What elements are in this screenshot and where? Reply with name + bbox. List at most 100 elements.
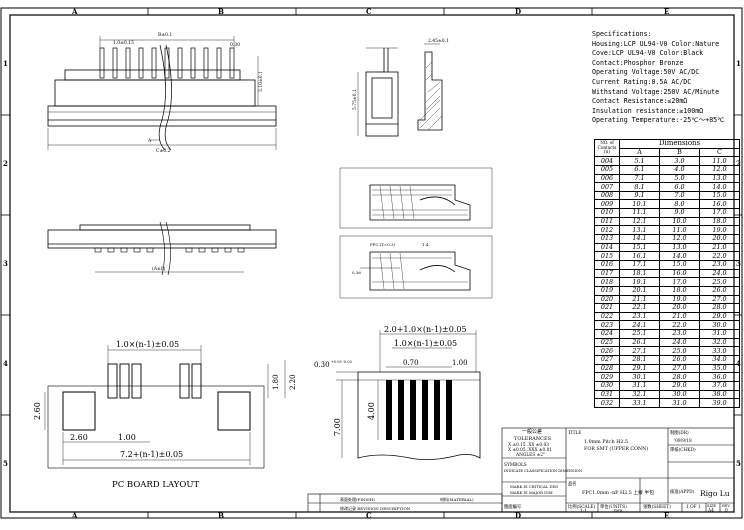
dims-a: 23.1 (619, 311, 660, 322)
fpc-dim-030-tol: +0.05 -0.03 (331, 360, 352, 364)
col-label-d-top: D (515, 7, 521, 16)
dims-no: 012 (594, 225, 620, 236)
dims-a: 22.1 (619, 303, 660, 313)
dims-c: 11.0 (699, 156, 740, 166)
dims-a: 7.1 (619, 173, 660, 184)
spec-line: Operating Voltage:50V AC/DC (592, 68, 700, 77)
col-label-a-bottom: A (71, 511, 78, 520)
dims-a: 14.1 (619, 234, 660, 244)
dims-c: 30.0 (699, 320, 740, 331)
top-dim-b: B±0.1 (158, 32, 172, 38)
row-label-1-left: 1 (3, 59, 8, 68)
pcb-title: PC BOARD LAYOUT (112, 480, 200, 490)
dims-no: 020 (594, 294, 620, 305)
tb-mark-critical: MARK IS CRITICAL DIM (510, 484, 558, 489)
dims-no: 014 (594, 242, 620, 253)
fpc-dim-700: 7.00 (333, 418, 342, 436)
dims-a: 8.1 (619, 182, 660, 192)
row-label-3-left: 3 (3, 259, 8, 268)
fpc-dim-second: 1.0×(n-1)±0.05 (394, 339, 457, 348)
dims-b: 5.0 (659, 173, 700, 184)
col-label-e-top: E (664, 7, 669, 16)
dims-c: 38.0 (699, 389, 740, 400)
dims-c: 19.0 (699, 225, 740, 236)
dims-no: 025 (594, 337, 620, 348)
tb-title-line1: 1.0mm Pitch H2.5 (584, 439, 628, 445)
tb-mark-major: MARK IS MAJOR DIM (510, 490, 553, 495)
dims-c: 17.0 (699, 208, 740, 218)
dims-c: 36.0 (699, 372, 740, 382)
top-dim-height: 3.10±0.1 (258, 71, 264, 92)
dims-c: 24.0 (699, 268, 740, 279)
tb-checked-label: 审核(CHKD) (670, 446, 696, 453)
dims-b: 10.0 (659, 216, 700, 227)
spec-line: Contact Resistance:≤20mΩ (592, 97, 688, 106)
tb-approved-label: 核准(APPD) (670, 488, 695, 495)
tb-title-label: TITLE (568, 431, 581, 436)
dims-no: 029 (594, 372, 620, 382)
dims-c: 33.0 (699, 346, 740, 356)
tb-tol-angles: ANGLES ±2° (515, 453, 545, 458)
dims-b: 22.0 (659, 320, 700, 331)
tb-scale-label: 比例(SCALE) (568, 503, 596, 510)
dims-b: 28.0 (659, 372, 700, 382)
tb-symbols-desc: INDICATE CLASSIFICATION DIMENSION (504, 469, 582, 473)
dims-col-b: B (659, 147, 700, 158)
dims-b: 3.0 (659, 156, 700, 166)
tb-scale-value: 1:1 (580, 509, 587, 514)
pcb-dim-bottom: 7.2+(n-1)±0.05 (120, 450, 183, 459)
title-block (307, 427, 735, 513)
dims-a: 17.1 (619, 259, 660, 270)
spec-line: Insulation resistance:≥100mΩ (592, 106, 704, 115)
dims-a: 12.1 (619, 216, 660, 227)
dims-no: 028 (594, 363, 620, 374)
dims-no: 011 (594, 216, 620, 227)
front-view (47, 221, 277, 276)
row-label-1-right: 1 (736, 59, 741, 68)
dims-no: 022 (594, 311, 620, 322)
col-label-c-bottom: C (366, 511, 372, 520)
pcb-dim-260-v: 2.60 (33, 402, 42, 420)
row-label-4-left: 4 (3, 359, 8, 368)
dims-c: 13.0 (699, 173, 740, 184)
tb-sheet-value: 1 OF 1 (686, 505, 701, 510)
dims-b: 23.0 (659, 329, 700, 339)
dims-b: 15.0 (659, 259, 700, 270)
fpc-dim-070: 0.70 (403, 359, 419, 367)
dims-b: 18.0 (659, 285, 700, 296)
col-label-d-bottom: D (515, 511, 521, 520)
dims-no: 005 (594, 164, 620, 175)
pcb-dim-180: 1.80 (272, 374, 280, 390)
dims-c: 25.0 (699, 277, 740, 287)
dims-b: 31.0 (659, 398, 700, 408)
dims-c: 26.0 (699, 285, 740, 296)
tb-general-tol: 一般公差 (522, 428, 542, 435)
dims-no: 018 (594, 277, 620, 287)
tb-name-label: 品名 (568, 480, 577, 487)
dims-b: 6.0 (659, 182, 700, 192)
dims-c: 39.0 (699, 398, 740, 408)
dims-no: 007 (594, 182, 620, 192)
tb-drawn-label: 制图(DR) (670, 429, 689, 436)
dims-a: 28.1 (619, 355, 660, 365)
dims-b: 26.0 (659, 355, 700, 365)
dims-no: 023 (594, 320, 620, 331)
dims-a: 21.1 (619, 294, 660, 305)
dims-b: 24.0 (659, 337, 700, 348)
row-label-5-right: 5 (736, 459, 741, 468)
top-view (47, 36, 277, 151)
dims-no: 030 (594, 380, 620, 391)
